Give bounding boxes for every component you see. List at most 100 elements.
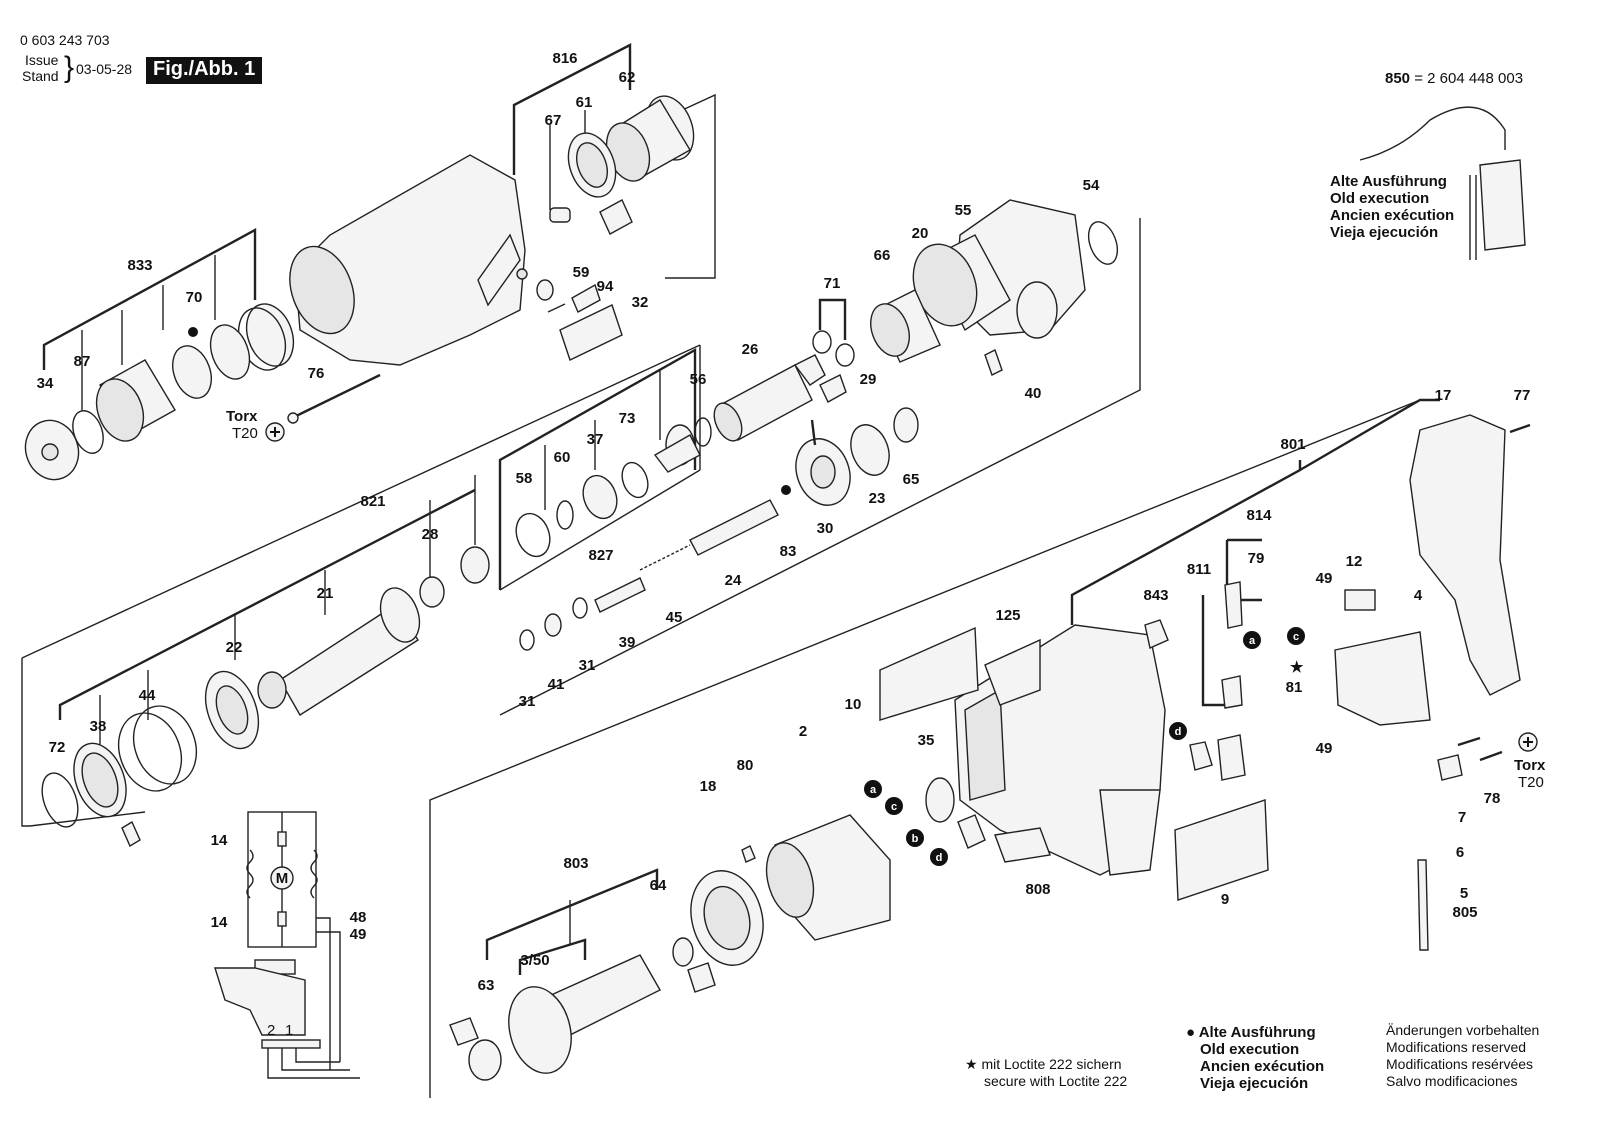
frame-827-bottom xyxy=(499,469,701,591)
callout-34-10: 34 xyxy=(37,375,54,392)
part-24-shaft xyxy=(689,499,779,556)
part-77-screw xyxy=(1509,423,1531,434)
callout-61-3: 61 xyxy=(576,94,593,111)
callout-87-9: 87 xyxy=(74,353,91,370)
callout-49-52: 49 xyxy=(1316,570,1333,587)
part-30-hub xyxy=(810,455,836,489)
cord-old-en: Old execution xyxy=(1330,190,1430,207)
part-22-bore xyxy=(215,685,249,735)
part-811-brush xyxy=(1221,675,1243,709)
schematic-terminals xyxy=(261,1039,321,1049)
part-67-pin xyxy=(549,207,571,223)
callout-77-44: 77 xyxy=(1514,387,1531,404)
bracket-811 xyxy=(1201,595,1230,707)
part-827-striker xyxy=(460,546,490,584)
callout-65-25: 65 xyxy=(903,471,920,488)
intermediate-flange-assembly xyxy=(812,199,1119,376)
bracket-801 xyxy=(1070,460,1302,625)
part-31-washer-a xyxy=(519,629,535,651)
callout-29-17: 29 xyxy=(860,371,877,388)
modifications-note: Änderungen vorbehalten Modifications res… xyxy=(1386,1022,1539,1090)
frame-upper-right xyxy=(664,93,716,279)
torx-label-1: Torx xyxy=(226,408,258,425)
part-64-bearing xyxy=(672,937,694,967)
callout-808-64: 808 xyxy=(1025,881,1050,898)
callout-4-51: 4 xyxy=(1414,587,1423,604)
mains-wire-c xyxy=(295,1048,340,1063)
callout-32-8: 32 xyxy=(632,294,649,311)
callout-63-63: 63 xyxy=(478,977,495,994)
callout-24-29: 24 xyxy=(725,572,742,589)
callout-801-42: 801 xyxy=(1280,436,1305,453)
callout-2-56: 2 xyxy=(799,723,807,740)
part-59-clip xyxy=(536,279,554,301)
schematic-switch xyxy=(214,967,306,1036)
cord-old-de: Alte Ausführung xyxy=(1330,173,1447,190)
part-65-bearing xyxy=(893,407,919,443)
part-17-handle xyxy=(1409,414,1521,696)
part-70-ball xyxy=(188,327,198,337)
part-62-sleeve xyxy=(605,95,695,182)
callout-73-20: 73 xyxy=(619,410,636,427)
marker-d-1 xyxy=(930,848,948,866)
cord-wire xyxy=(1359,106,1506,161)
part-38-bore xyxy=(81,752,119,808)
part-63-bearing xyxy=(468,1039,502,1081)
marker-b-1 xyxy=(906,829,924,847)
brace: } xyxy=(64,51,75,84)
part-2-bore xyxy=(765,842,815,918)
part-21-tool-holder xyxy=(279,604,419,716)
marker-a-1 xyxy=(864,780,882,798)
wire-48 xyxy=(316,917,331,1070)
part-4-switch xyxy=(1334,631,1431,726)
housing-label-area xyxy=(984,638,1041,706)
callout-9-65: 9 xyxy=(1221,891,1229,908)
terminal-2: 2 xyxy=(267,1022,275,1039)
part-76-screw xyxy=(291,373,381,420)
old-es: Vieja ejecución xyxy=(1200,1075,1309,1092)
cord-part-line: 850 = 2 604 448 003 xyxy=(1385,70,1523,87)
housing-slot xyxy=(477,233,521,307)
cord-suppressor xyxy=(1479,159,1526,251)
callout-76-11: 76 xyxy=(308,365,325,382)
part-843-clip-b xyxy=(1189,741,1213,771)
old-fr: Ancien exécution xyxy=(1200,1058,1325,1075)
housing-pin xyxy=(516,268,528,280)
part-44-spring xyxy=(132,705,198,785)
issue-date: 03-05-28 xyxy=(76,61,133,77)
part-94-pin xyxy=(547,303,566,313)
frame-821-bottom xyxy=(29,811,146,827)
bracket-833 xyxy=(42,227,257,370)
callout-66-15: 66 xyxy=(874,247,891,264)
part-6-cord-guard xyxy=(1417,859,1429,951)
part-87-bore xyxy=(95,378,145,442)
callout-5-69: 5 xyxy=(1460,885,1468,902)
part-808-label xyxy=(994,827,1051,863)
torx-size-2: T20 xyxy=(1518,774,1544,791)
housing-grip xyxy=(1099,789,1161,876)
cord-part-number: = 2 604 448 003 xyxy=(1414,70,1524,87)
part-10-label xyxy=(879,626,979,721)
part-clip-ring xyxy=(209,324,251,380)
torx-size-1: T20 xyxy=(232,425,258,442)
callout-79-46: 79 xyxy=(1248,550,1265,567)
part-29-pin xyxy=(819,374,847,403)
housing-opening xyxy=(964,688,1006,801)
part-80-screw xyxy=(741,845,756,863)
callout-80-57: 80 xyxy=(737,757,754,774)
part-60-ring xyxy=(556,500,574,530)
part-41-spring-washer xyxy=(544,613,562,637)
callout-821-35: 821 xyxy=(360,493,385,510)
marker-c-1-text: c xyxy=(891,801,897,813)
torx-label-2: Torx xyxy=(1514,757,1546,774)
part-76-head xyxy=(287,412,299,424)
callout-70-5: 70 xyxy=(186,289,203,306)
part-39-pin xyxy=(594,577,646,613)
part-7-clamp xyxy=(1437,754,1463,781)
callout-67-2: 67 xyxy=(545,112,562,129)
brush-symbol-top xyxy=(277,831,287,847)
grease-symbol-1 xyxy=(599,199,633,235)
callout-21-37: 21 xyxy=(317,585,334,602)
bracket-803 xyxy=(485,868,659,960)
